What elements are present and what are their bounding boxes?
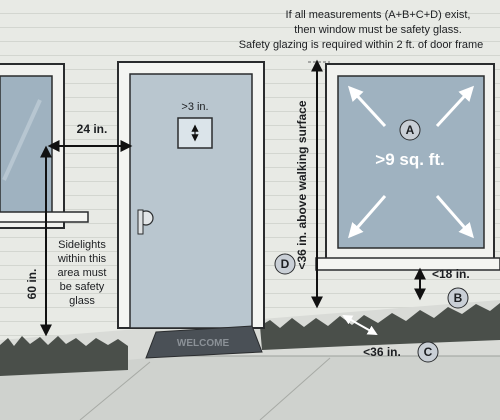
glass-arrow bbox=[347, 85, 387, 128]
sidelights-line-5: glass bbox=[69, 295, 95, 307]
sidelights-line-2: within this bbox=[57, 253, 107, 265]
sidelights-line-4: be safety bbox=[60, 281, 105, 293]
marker-b: B bbox=[447, 287, 469, 309]
svg-text:D: D bbox=[281, 257, 290, 271]
note-line-3: Safety glazing is required within 2 ft. … bbox=[239, 39, 484, 51]
note-line-1: If all measurements (A+B+C+D) exist, bbox=[286, 9, 471, 21]
svg-text:C: C bbox=[424, 345, 433, 359]
marker-a: A bbox=[399, 119, 421, 141]
door-knob-plate bbox=[137, 209, 144, 235]
welcome-mat bbox=[145, 325, 263, 359]
walkway bbox=[0, 356, 500, 420]
glass-arrow bbox=[435, 195, 474, 239]
dim-18-label: <18 in. bbox=[432, 267, 470, 281]
right-window-sill bbox=[315, 257, 500, 271]
door bbox=[129, 73, 253, 329]
marker-d: D bbox=[274, 253, 296, 275]
area-label: >9 sq. ft. bbox=[375, 150, 444, 169]
grass-right bbox=[260, 303, 500, 350]
svg-text:B: B bbox=[454, 291, 463, 305]
sidelights-line-1: Sidelights bbox=[58, 239, 106, 251]
note-line-2: then window must be safety glass. bbox=[294, 24, 462, 36]
dim-60-label: 60 in. bbox=[25, 269, 39, 300]
door-assembly bbox=[117, 61, 265, 329]
sidelights-line-3: area must bbox=[58, 267, 107, 279]
mat-text: WELCOME bbox=[177, 338, 230, 349]
sidewalk-joint bbox=[79, 361, 151, 420]
glass-arrow bbox=[348, 195, 387, 239]
door-window-label: >3 in. bbox=[181, 101, 208, 113]
dim-walkway-arrow bbox=[342, 315, 378, 335]
right-window bbox=[315, 63, 500, 271]
grass-left bbox=[0, 336, 128, 376]
glass-arrow bbox=[435, 85, 475, 128]
left-window-sill bbox=[0, 211, 89, 223]
dim-above-walk-label: <36 in. above walking surface bbox=[295, 100, 309, 269]
marker-c: C bbox=[417, 341, 439, 363]
sidewalk-joint bbox=[259, 357, 331, 420]
dim-walkway-label: <36 in. bbox=[363, 345, 401, 359]
svg-text:A: A bbox=[406, 123, 415, 137]
dim-24-label: 24 in. bbox=[77, 122, 108, 136]
